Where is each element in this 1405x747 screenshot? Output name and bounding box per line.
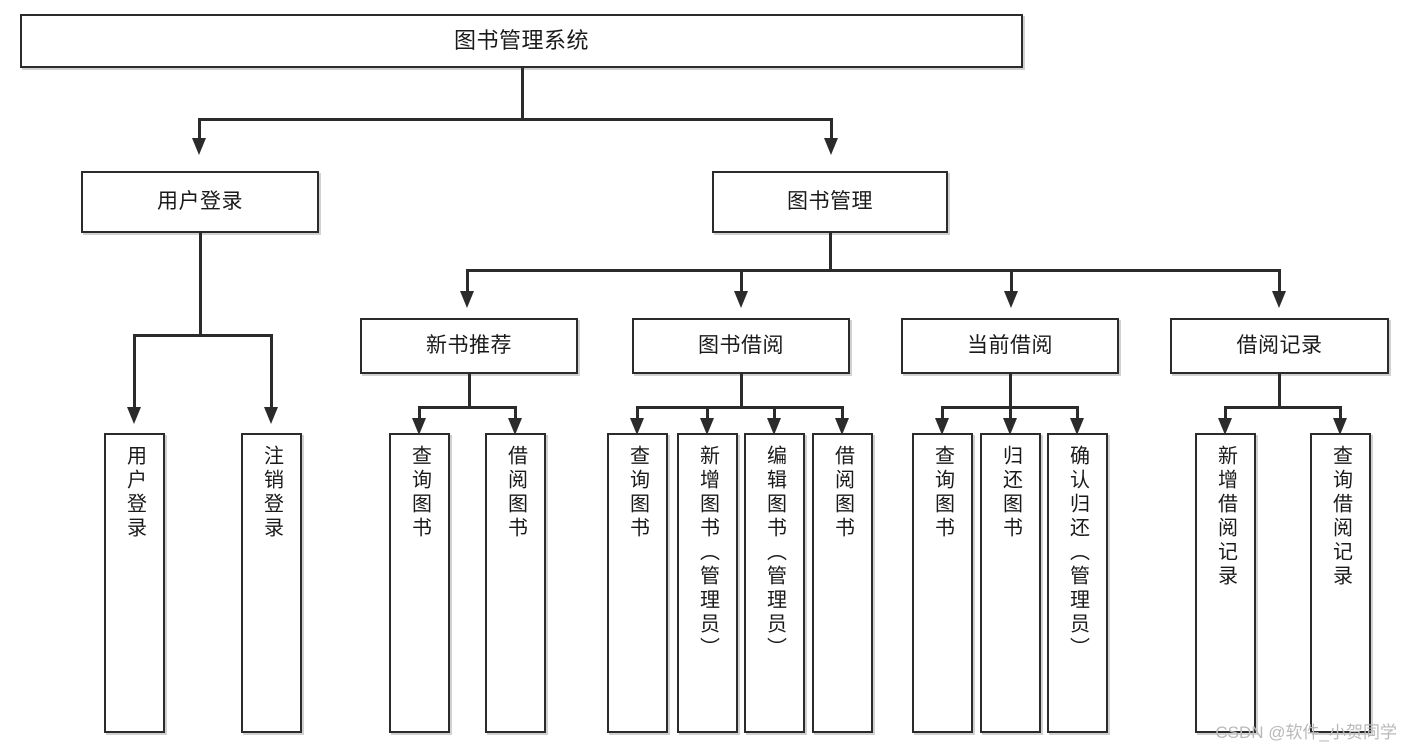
- leaf-label: 用户登录: [123, 445, 146, 541]
- node-user-login[interactable]: 用户登录: [81, 171, 319, 233]
- node-root-book-management-system[interactable]: 图书管理系统: [20, 14, 1023, 68]
- leaf-label: 确认归还（管理员）: [1066, 445, 1089, 661]
- arrowhead-borrow-record: [1272, 291, 1286, 308]
- node-label: 当前借阅: [967, 333, 1053, 357]
- node-label: 用户登录: [157, 189, 243, 213]
- leaf-bb-borrow-book[interactable]: 借阅图书: [812, 433, 873, 733]
- watermark-text: CSDN @软件_小贺同学: [1215, 723, 1397, 742]
- leaf-bb-query-book[interactable]: 查询图书: [607, 433, 668, 733]
- connector-bb-branch-2: [706, 406, 709, 421]
- leaf-label: 查询图书: [408, 445, 431, 541]
- leaf-label: 编辑图书（管理员）: [763, 445, 786, 661]
- connector-bm-branch-4: [1278, 269, 1281, 293]
- connector-nbr-bus: [418, 406, 517, 409]
- connector-cb-branch-2: [1009, 406, 1012, 421]
- node-label: 图书管理: [787, 189, 873, 213]
- connector-book-management-stem: [829, 233, 832, 271]
- arrowhead-book-management: [824, 138, 838, 155]
- leaf-br-query-record[interactable]: 查询借阅记录: [1310, 433, 1371, 733]
- connector-br-branch-2: [1339, 406, 1342, 421]
- connector-root-to-user-login: [198, 118, 201, 140]
- arrowhead-cb-leaf-3: [1070, 418, 1084, 435]
- leaf-label: 新增图书（管理员）: [696, 445, 719, 661]
- arrowhead-book-borrow: [734, 291, 748, 308]
- connector-nbr-branch-2: [514, 406, 517, 421]
- leaf-label: 借阅图书: [831, 445, 854, 541]
- node-label: 图书借阅: [698, 333, 784, 357]
- arrowhead-bb-leaf-1: [630, 418, 644, 435]
- node-borrow-record[interactable]: 借阅记录: [1170, 318, 1389, 374]
- connector-br-bus: [1224, 406, 1342, 409]
- arrowhead-nbr-leaf-2: [508, 418, 522, 435]
- leaf-label: 注销登录: [260, 445, 283, 541]
- leaf-cb-confirm-return-admin[interactable]: 确认归还（管理员）: [1047, 433, 1108, 733]
- connector-cb-branch-3: [1076, 406, 1079, 421]
- connector-book-management-bus: [466, 269, 1281, 272]
- connector-cb-stem: [1009, 374, 1012, 408]
- arrowhead-new-book-recommend: [460, 291, 474, 308]
- leaf-logout[interactable]: 注销登录: [241, 433, 302, 733]
- arrowhead-cb-leaf-2: [1003, 418, 1017, 435]
- leaf-bb-add-book-admin[interactable]: 新增图书（管理员）: [677, 433, 738, 733]
- connector-cb-branch-1: [941, 406, 944, 421]
- arrowhead-cb-leaf-1: [935, 418, 949, 435]
- connector-root-bus: [198, 118, 833, 121]
- leaf-bb-edit-book-admin[interactable]: 编辑图书（管理员）: [744, 433, 805, 733]
- leaf-label: 借阅图书: [504, 445, 527, 541]
- arrowhead-bb-leaf-4: [835, 418, 849, 435]
- connector-br-stem: [1278, 374, 1281, 408]
- connector-bb-bus: [636, 406, 844, 409]
- connector-user-login-branch-1: [133, 334, 136, 409]
- node-label: 图书管理系统: [453, 28, 589, 54]
- node-book-management[interactable]: 图书管理: [712, 171, 948, 233]
- connector-bm-branch-2: [740, 269, 743, 293]
- connector-user-login-bus: [133, 334, 273, 337]
- arrowhead-leaf-user-login: [127, 407, 141, 424]
- leaf-br-add-record[interactable]: 新增借阅记录: [1195, 433, 1256, 733]
- connector-bb-stem: [740, 374, 743, 408]
- connector-bb-branch-3: [773, 406, 776, 421]
- node-label: 新书推荐: [426, 333, 512, 357]
- connector-nbr-stem: [468, 374, 471, 408]
- leaf-label: 归还图书: [999, 445, 1022, 541]
- connector-root-to-book-management: [830, 118, 833, 140]
- leaf-nbr-query-book[interactable]: 查询图书: [389, 433, 450, 733]
- connector-bm-branch-3: [1010, 269, 1013, 293]
- leaf-cb-return-book[interactable]: 归还图书: [980, 433, 1041, 733]
- arrowhead-user-login: [192, 138, 206, 155]
- connector-bm-branch-1: [466, 269, 469, 293]
- leaf-user-login[interactable]: 用户登录: [104, 433, 165, 733]
- leaf-label: 查询图书: [931, 445, 954, 541]
- node-current-borrow[interactable]: 当前借阅: [901, 318, 1119, 374]
- connector-bb-branch-1: [636, 406, 639, 421]
- arrowhead-leaf-logout: [264, 407, 278, 424]
- node-new-book-recommend[interactable]: 新书推荐: [360, 318, 578, 374]
- connector-br-branch-1: [1224, 406, 1227, 421]
- arrowhead-bb-leaf-3: [767, 418, 781, 435]
- leaf-label: 查询图书: [626, 445, 649, 541]
- leaf-label: 查询借阅记录: [1329, 445, 1352, 589]
- connector-user-login-stem: [199, 233, 202, 336]
- connector-nbr-branch-1: [418, 406, 421, 421]
- connector-bb-branch-4: [841, 406, 844, 421]
- arrowhead-br-leaf-1: [1218, 418, 1232, 435]
- node-book-borrow[interactable]: 图书借阅: [632, 318, 850, 374]
- connector-root-stem: [521, 68, 524, 120]
- arrowhead-br-leaf-2: [1333, 418, 1347, 435]
- connector-user-login-branch-2: [270, 334, 273, 409]
- arrowhead-nbr-leaf-1: [412, 418, 426, 435]
- arrowhead-bb-leaf-2: [700, 418, 714, 435]
- node-label: 借阅记录: [1236, 333, 1323, 357]
- leaf-cb-query-book[interactable]: 查询图书: [912, 433, 973, 733]
- leaf-label: 新增借阅记录: [1214, 445, 1237, 589]
- leaf-nbr-borrow-book[interactable]: 借阅图书: [485, 433, 546, 733]
- arrowhead-current-borrow: [1004, 291, 1018, 308]
